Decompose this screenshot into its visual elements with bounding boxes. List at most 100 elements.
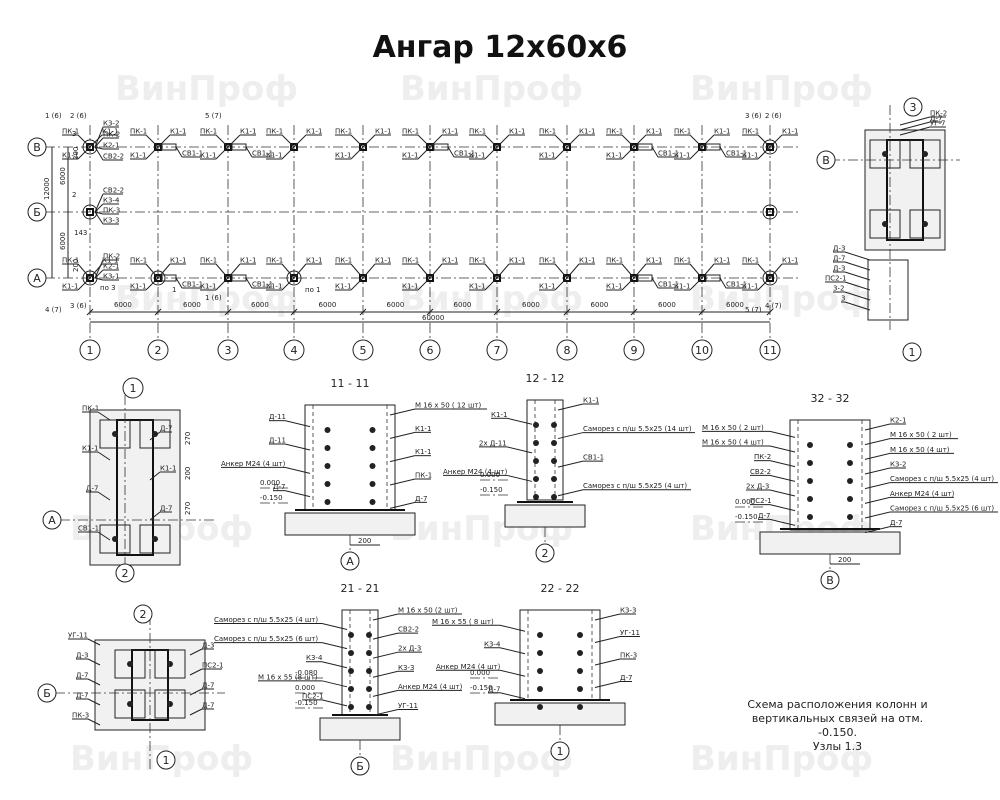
node3-label: Д-7: [833, 255, 845, 263]
leader-line: [94, 137, 104, 148]
leader-line: [293, 263, 307, 279]
column-label: К1-1: [266, 152, 282, 160]
section-mark: 4 (7): [765, 302, 782, 310]
brace-label: СВ1-1: [252, 281, 273, 289]
leader-line: [864, 482, 891, 490]
column-label: К1-1: [714, 257, 730, 265]
sec32-label: ПК-2: [754, 453, 771, 461]
leader-line: [864, 452, 891, 460]
bolt: [366, 704, 372, 710]
column-axis-marker: [486, 339, 508, 361]
brace-label: СВ1-1: [454, 150, 475, 158]
column-label: К1-1: [579, 257, 595, 265]
column-label: К1-1: [782, 257, 798, 265]
column-mark: [224, 274, 232, 282]
leader-line: [484, 134, 498, 148]
column-label: ПК-1: [469, 257, 486, 265]
bolt: [537, 632, 543, 638]
sec22-level-mark: -0.150: [470, 684, 493, 692]
leader-line: [484, 146, 498, 160]
bolt: [577, 704, 583, 710]
span-dimension: 6000: [454, 301, 472, 309]
column-label: К1-1: [200, 152, 216, 160]
sec32-label: СВ2-2: [750, 468, 771, 476]
leader-line: [499, 647, 526, 655]
leader-line: [281, 263, 295, 279]
leader-line: [844, 251, 871, 261]
bolt: [807, 496, 813, 502]
leader-line: [189, 648, 203, 656]
node-mark: 3: [72, 130, 76, 138]
sec32-label: М 16 х 50 ( 2 шт): [702, 424, 764, 432]
sec12-label: Саморез с п/ш 5.5х25 (4 шт): [583, 482, 687, 490]
column-axis-marker: [623, 339, 645, 361]
sec12-label: Саморез с п/ш 5.5х25 (14 шт): [583, 425, 692, 433]
leader-line: [284, 466, 311, 474]
brace-label: СВ1-1: [726, 150, 747, 158]
sec11-foundation: [284, 512, 416, 536]
column-axis-marker: [147, 339, 169, 361]
sec11-title: 11 - 11: [331, 377, 370, 390]
watermark: ВинПроф: [400, 69, 583, 109]
column-label: ПК-1: [606, 128, 623, 136]
leader-line: [389, 431, 416, 439]
column-label: К1-1: [102, 128, 118, 136]
sec21-label: Анкер М24 (4 шт): [398, 683, 463, 691]
node2-label: Д-7: [76, 672, 88, 680]
node-marker: [122, 377, 144, 399]
leader-line: [281, 277, 295, 291]
column-mark: [154, 274, 162, 282]
page-title: Ангар 12x60x6: [372, 30, 628, 65]
node2-anchor-bolt: [167, 661, 173, 667]
leader-line: [689, 146, 703, 160]
column-mark: [698, 143, 706, 151]
leader-line: [87, 678, 101, 686]
column-label: К1-1: [742, 152, 758, 160]
leader-line: [554, 277, 568, 291]
leader-line: [94, 269, 104, 279]
offset-dimension: 200: [72, 259, 80, 272]
node3-label: 3-2: [833, 285, 844, 293]
leader-line: [554, 134, 568, 148]
middle-label: ПК-3: [103, 207, 120, 215]
watermark: ВинПроф: [690, 739, 873, 779]
column-label: ПК-1: [266, 257, 283, 265]
sec22-axis-marker-label: 1: [557, 745, 564, 758]
leader-line: [94, 211, 104, 225]
leader-line: [557, 432, 584, 440]
sec32-label: Анкер М24 (4 шт): [890, 490, 955, 498]
leader-line: [94, 277, 104, 281]
leader-line: [769, 489, 796, 497]
sec21-label: М 16 х 50 (2 шт): [398, 607, 458, 615]
row-axis-marker-label: А: [33, 272, 41, 285]
dim-tick: [426, 308, 434, 316]
node3-base-plate: [909, 209, 941, 239]
leader-line: [701, 263, 715, 279]
bolt: [366, 686, 372, 692]
sec22-title: 22 - 22: [541, 582, 580, 595]
offset-dimension: 200: [72, 147, 80, 160]
node-callout-circle: [150, 270, 166, 286]
column-mark: [154, 143, 162, 151]
sec12-level-mark: -0.150: [480, 486, 503, 494]
bolt: [807, 478, 813, 484]
sec21-level-mark: -0.150: [295, 699, 318, 707]
sec11-level-mark: 0.000: [260, 479, 280, 487]
node-marker-label: 2: [140, 608, 147, 621]
node2-base-plate: [114, 649, 146, 679]
bolt: [807, 442, 813, 448]
column-label: ПК-1: [402, 128, 419, 136]
leader-line: [281, 134, 295, 148]
leader-line: [389, 408, 416, 416]
row-axis-marker-label: В: [822, 154, 830, 167]
corner-label: К2-1: [103, 142, 119, 150]
brace-label: СВ1-1: [658, 281, 679, 289]
leader-line: [844, 301, 871, 311]
leader-line: [97, 451, 111, 461]
section-mark: 2 (6): [70, 112, 87, 120]
bolt: [577, 686, 583, 692]
dim-tick: [154, 308, 162, 316]
row-axis-marker: [816, 150, 836, 170]
leader-line: [94, 126, 104, 148]
